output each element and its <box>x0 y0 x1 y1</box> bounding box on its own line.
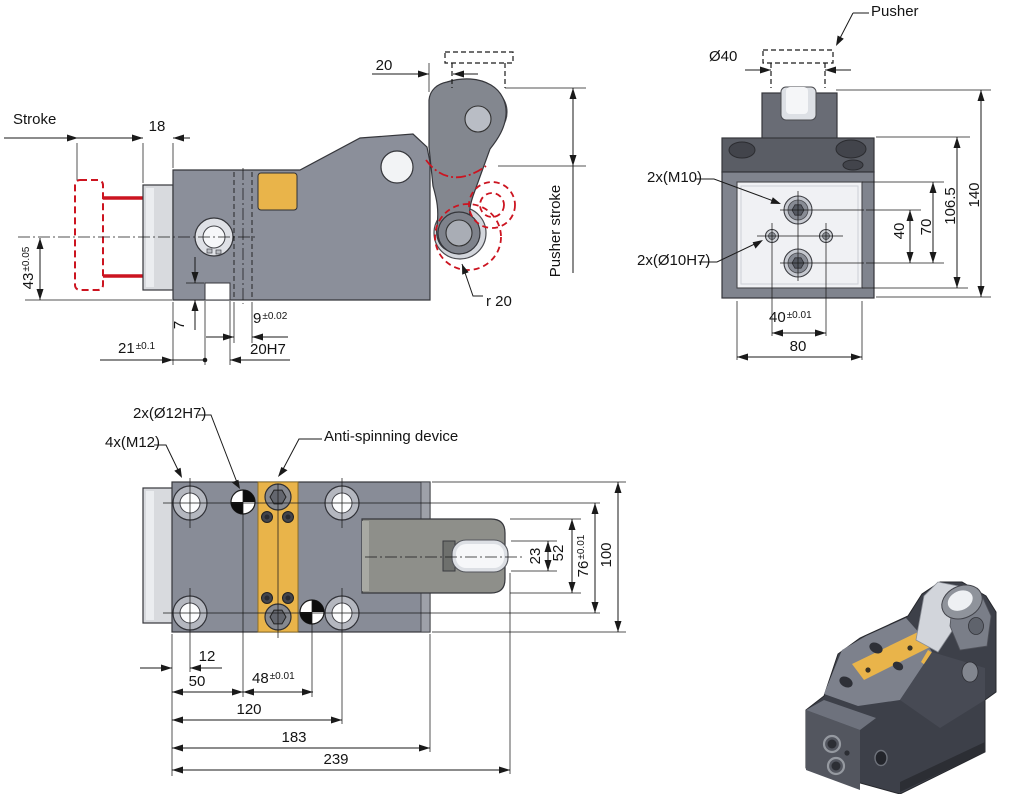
dim-20: 20 <box>375 56 393 74</box>
dim-40v: 40 <box>890 222 908 240</box>
plan-view-dimensions <box>140 414 626 776</box>
dim-43: 43±0.05 <box>19 246 37 290</box>
side-view-dimensions <box>4 63 586 365</box>
dim-239: 239 <box>323 750 349 768</box>
dim-12: 12 <box>198 647 216 665</box>
lever-swing-ghost <box>425 159 516 271</box>
dim-52: 52 <box>549 544 567 562</box>
dim-50: 50 <box>188 672 206 690</box>
dowel-datum-marks <box>230 489 325 625</box>
isometric-3d-view <box>805 581 997 794</box>
dim-48: 48±0.01 <box>252 670 295 687</box>
m10-holes-label: 2x(M10) <box>647 169 703 186</box>
dim-7: 7 <box>170 320 188 330</box>
stroke-label: Stroke <box>13 111 57 128</box>
dim-18: 18 <box>148 117 166 135</box>
dim-40h: 40±0.01 <box>769 309 812 326</box>
front-view-dimensions <box>696 12 991 361</box>
stroke-ghost-outline <box>74 179 146 291</box>
cam-body-side <box>172 133 431 304</box>
side-view-drawing <box>4 51 586 365</box>
m12-holes-label: 4x(M12) <box>105 434 161 451</box>
radius-r20-label: r 20 <box>486 293 512 310</box>
pusher-label: Pusher <box>871 3 919 20</box>
dim-140: 140 <box>965 182 983 208</box>
pusher-ghost-front <box>762 49 834 88</box>
front-view-drawing <box>696 12 991 361</box>
dim-9: 9±0.02 <box>253 310 288 327</box>
pusher-ghost-side <box>444 51 514 88</box>
plan-view-drawing <box>140 414 626 776</box>
dowel-holes-label-plan: 2x(Ø12H7) <box>133 405 207 422</box>
dim-dia40: Ø40 <box>709 48 738 65</box>
dim-70: 70 <box>917 218 935 236</box>
dim-183: 183 <box>281 728 307 746</box>
dim-20h7: 20H7 <box>250 341 286 358</box>
dim-23: 23 <box>526 547 544 565</box>
end-plate-side <box>142 184 174 291</box>
dim-100: 100 <box>597 542 615 568</box>
dim-21: 21±0.1 <box>118 340 156 357</box>
pusher-stroke-label: Pusher stroke <box>546 184 564 278</box>
lever-rollers-side <box>380 78 508 260</box>
dowel-holes-label-front: 2x(Ø10H7) <box>637 252 711 269</box>
anti-spinning-device-label: Anti-spinning device <box>324 428 459 445</box>
dim-120: 120 <box>236 700 262 718</box>
dim-76: 76±0.01 <box>574 534 592 578</box>
front-view-body <box>721 86 875 299</box>
dim-106-5: 106.5 <box>941 187 959 225</box>
dim-80: 80 <box>789 337 807 355</box>
